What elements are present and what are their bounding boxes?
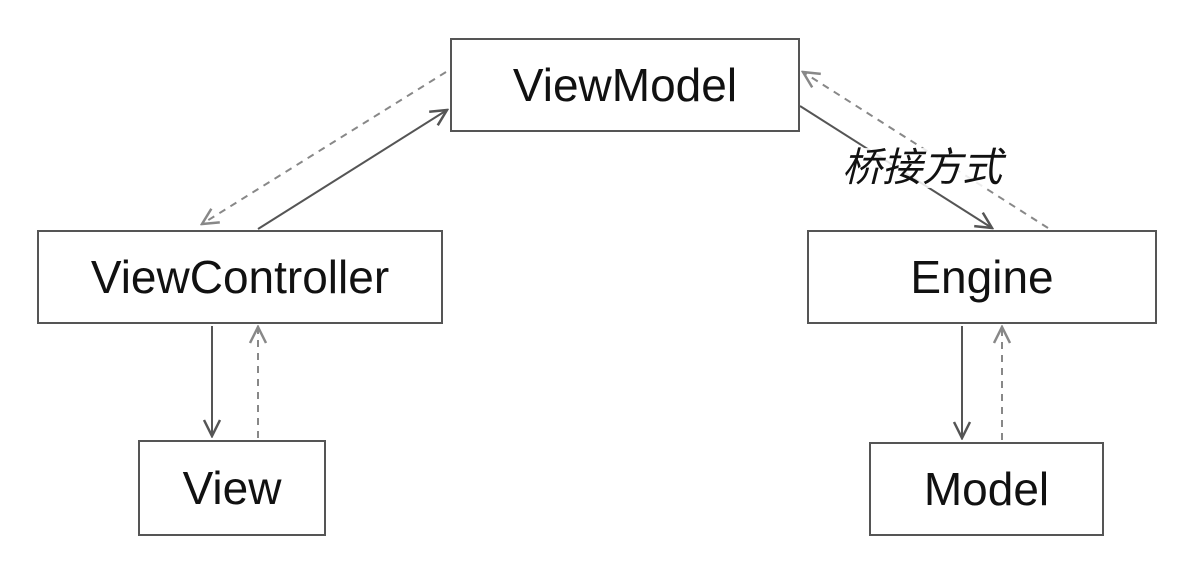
edge-viewcontroller-to-viewmodel: [257, 110, 447, 230]
node-view-label: View: [182, 462, 282, 514]
node-engine: Engine: [807, 230, 1157, 324]
node-viewmodel: ViewModel: [450, 38, 800, 132]
node-view: View: [138, 440, 326, 536]
node-model: Model: [869, 442, 1104, 536]
node-model-label: Model: [923, 463, 1050, 515]
node-viewcontroller: ViewController: [37, 230, 443, 324]
node-viewcontroller-label: ViewController: [90, 251, 390, 303]
node-engine-label: Engine: [910, 251, 1054, 303]
bridge-edge-label: 桥接方式: [842, 146, 1002, 190]
edge-viewmodel-to-viewcontroller: [202, 71, 447, 224]
node-viewmodel-label: ViewModel: [512, 59, 738, 111]
